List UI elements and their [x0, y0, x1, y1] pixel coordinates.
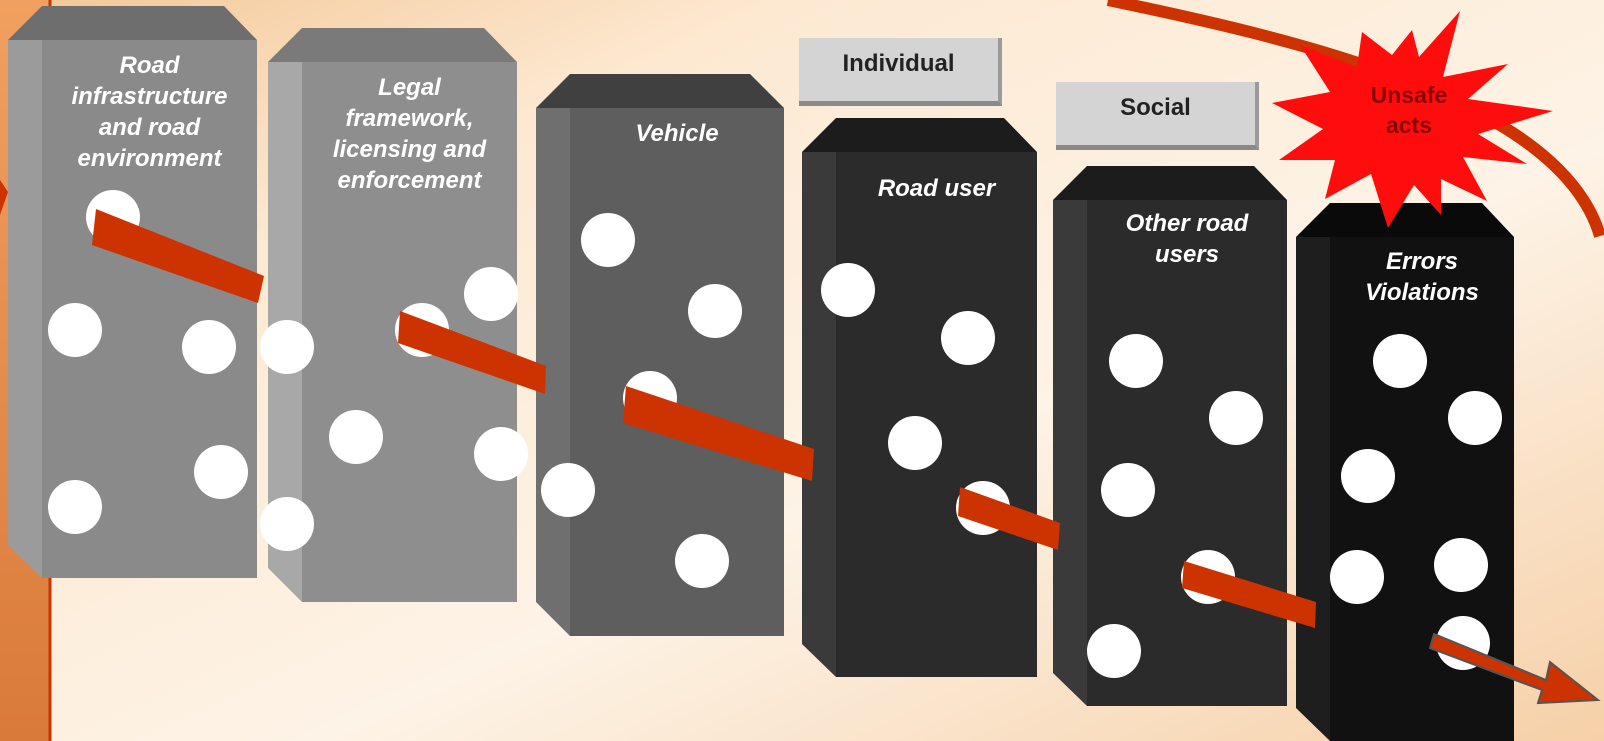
hole: [182, 320, 236, 374]
hole: [1101, 463, 1155, 517]
trajectory-segment: [398, 311, 546, 394]
unsafe-acts-burst: [1272, 11, 1553, 228]
hole: [48, 303, 102, 357]
hole: [194, 445, 248, 499]
hole: [675, 534, 729, 588]
left-arrow-stub: [0, 180, 8, 215]
individual-tag-label: Individual: [842, 50, 955, 77]
hole: [464, 267, 518, 321]
block-label-vehicle: Vehicle: [635, 120, 719, 147]
block-road-infrastructure: [8, 6, 257, 578]
hole: [1341, 449, 1395, 503]
hole: [1209, 391, 1263, 445]
hole: [1087, 624, 1141, 678]
block-label-legal-framework: Legal framework, licensing and enforceme…: [332, 74, 487, 194]
block-label-road-user: Road user: [877, 175, 996, 202]
hole: [260, 320, 314, 374]
trajectory-segment: [623, 386, 814, 481]
trajectory-segment: [958, 487, 1060, 550]
block-vehicle: [536, 74, 784, 636]
block-label-errors-violations: Errors Violations: [1365, 248, 1479, 306]
trajectory-segment: [92, 209, 264, 303]
hole: [1373, 334, 1427, 388]
block-legal-framework: [260, 28, 528, 602]
block-label-road-infrastructure: Road infrastructure and road environment: [71, 52, 228, 172]
trajectory-segment: [1182, 561, 1316, 628]
unsafe-acts-label: Unsafe acts: [1370, 82, 1448, 138]
hole: [1434, 538, 1488, 592]
social-tag-label: Social: [1120, 94, 1191, 121]
hole: [329, 410, 383, 464]
hole: [581, 213, 635, 267]
block-other-road-users: [1053, 166, 1287, 706]
hole: [541, 463, 595, 517]
individual-tag: Individual: [799, 38, 1002, 106]
hole: [1330, 550, 1384, 604]
hole: [474, 427, 528, 481]
hole: [688, 284, 742, 338]
accident-trajectory: [92, 209, 1601, 705]
social-tag: Social: [1056, 82, 1259, 150]
hole: [48, 480, 102, 534]
trajectory-arrow-head: [1428, 632, 1601, 705]
hole: [941, 311, 995, 365]
hole: [821, 263, 875, 317]
block-label-other-road-users: Other road users: [1125, 210, 1249, 268]
hole: [888, 416, 942, 470]
block-road-user: [802, 118, 1037, 677]
hole: [260, 497, 314, 551]
hole: [1109, 334, 1163, 388]
hole: [1448, 391, 1502, 445]
